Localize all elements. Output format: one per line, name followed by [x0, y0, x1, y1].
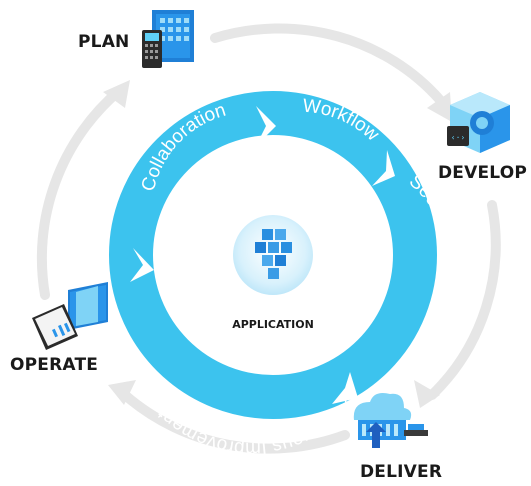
ring-notch-1: [256, 106, 276, 146]
application-label: APPLICATION: [232, 318, 314, 331]
arrowhead-plan: [103, 80, 130, 108]
code-cube-icon: ‹·›: [447, 92, 510, 153]
arc-deliver-to-operate: [120, 390, 350, 454]
application-center: APPLICATION: [232, 215, 314, 331]
practice-ring: [109, 91, 437, 419]
cloud-deploy-icon: [353, 393, 428, 448]
phase-operate-label: OPERATE: [10, 355, 99, 375]
app-cubes-icon: [255, 229, 292, 279]
phase-develop-label: DEVELOP: [438, 163, 528, 183]
ring-notch-3: [332, 372, 358, 404]
monitor-chart-icon: [32, 282, 108, 350]
arrowhead-develop: [427, 92, 452, 122]
ring-notch-4: [130, 248, 154, 282]
arc-operate-to-plan: [36, 85, 125, 300]
arrowhead-deliver: [414, 380, 440, 408]
phase-plan-label: PLAN: [78, 32, 130, 52]
svg-text:‹·›: ‹·›: [451, 133, 465, 142]
arc-plan-to-develop: [210, 23, 445, 105]
arc-develop-to-deliver: [427, 200, 501, 400]
building-calculator-icon: [142, 10, 194, 68]
arrowhead-operate: [108, 380, 136, 405]
phase-deliver-label: DELIVER: [360, 462, 443, 482]
outer-cycle-arrows: [36, 23, 501, 454]
ring-notch-2: [372, 150, 395, 186]
ring-body: [109, 91, 437, 419]
